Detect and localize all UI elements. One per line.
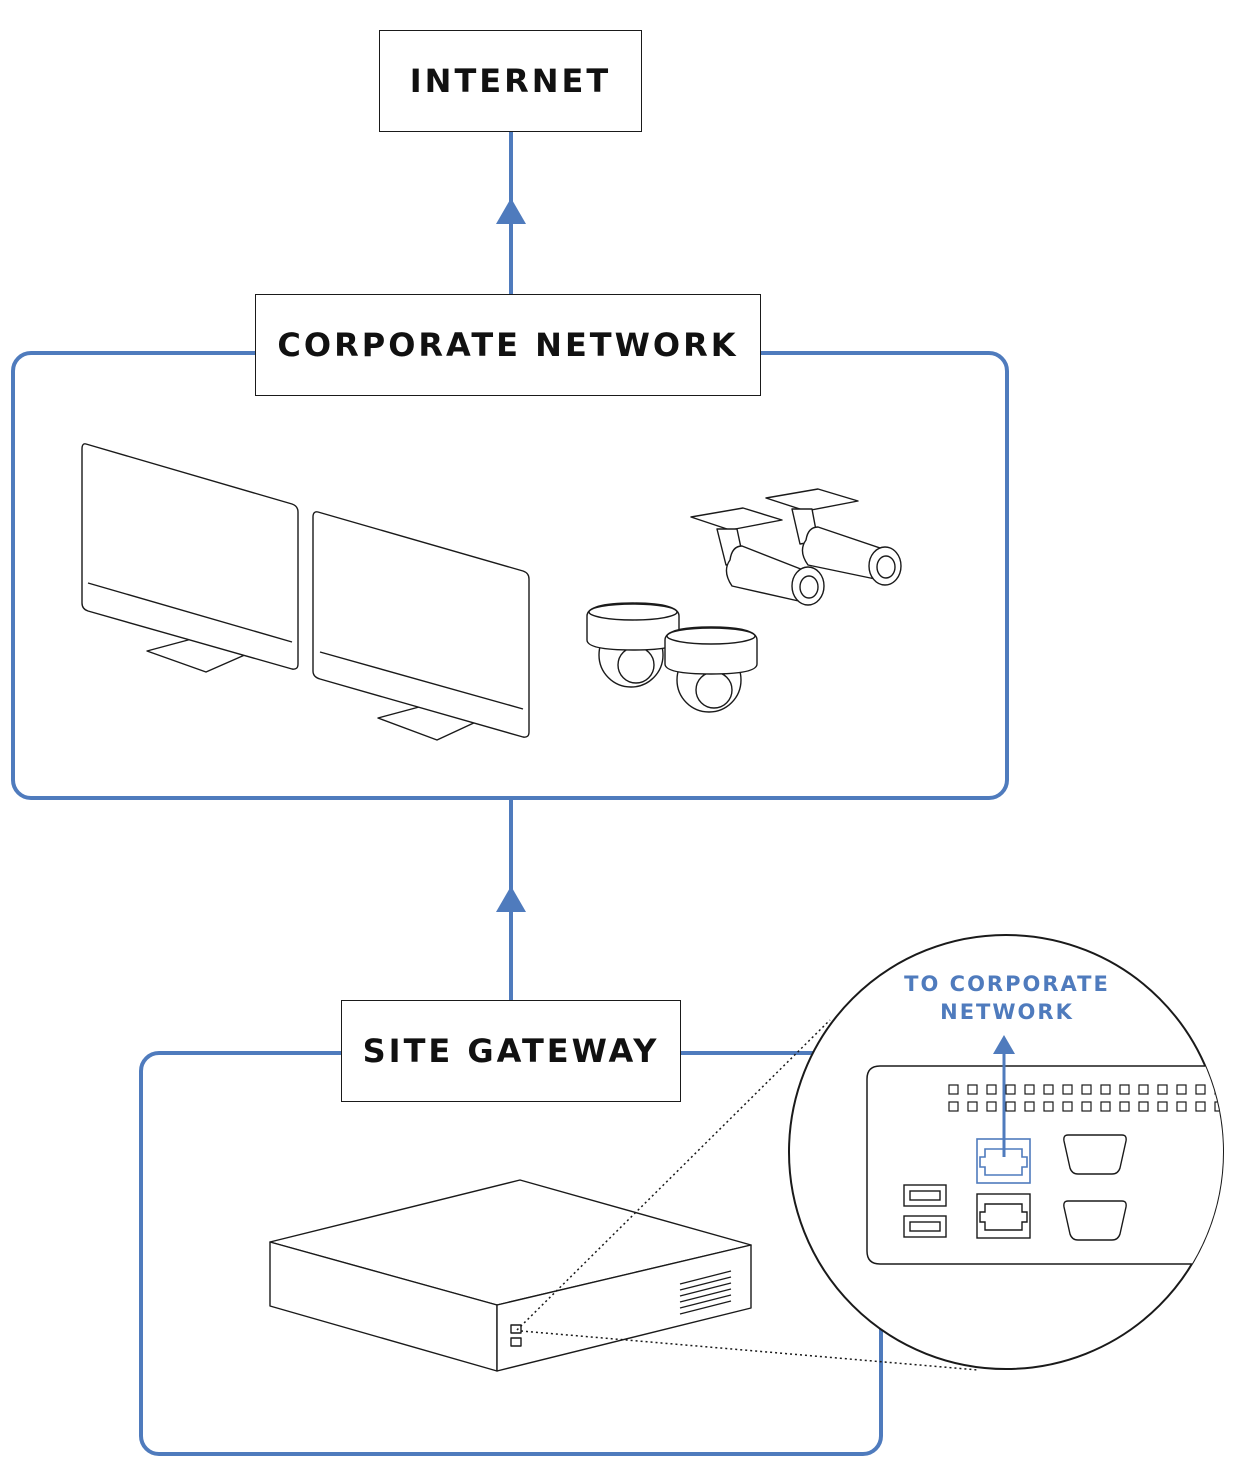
vga-port-icon — [1063, 1200, 1127, 1241]
site-gateway-label: SITE GATEWAY — [362, 1032, 660, 1070]
vga-port-icon — [1063, 1134, 1127, 1175]
usb-port-icon — [903, 1184, 947, 1207]
up-arrow-icon — [993, 1035, 1015, 1054]
dome-camera-icon — [586, 602, 680, 688]
zoom-leader-lines — [516, 1019, 979, 1371]
bullet-camera-icon — [690, 507, 825, 606]
computer-monitor-icon — [81, 443, 299, 673]
computer-monitor-icon — [312, 511, 530, 741]
site-gateway-node: SITE GATEWAY — [341, 1000, 681, 1102]
ethernet-port-icon — [510, 1337, 522, 1347]
up-arrow-icon — [496, 198, 526, 224]
network-appliance-icon — [269, 1179, 752, 1372]
zoom-callout-label: TO CORPORATE NETWORK — [887, 970, 1127, 1026]
zoom-callout — [788, 934, 1224, 1370]
bullet-camera-icon — [765, 488, 902, 586]
internet-node: INTERNET — [379, 30, 642, 132]
zoom-callout-line1: TO CORPORATE — [904, 972, 1110, 996]
usb-port-icon — [903, 1215, 947, 1238]
connector-gateway-corporate — [496, 798, 526, 1000]
indicator-grid — [948, 1084, 1223, 1112]
ethernet-port-icon — [510, 1324, 522, 1334]
corporate-network-label: CORPORATE NETWORK — [277, 326, 739, 364]
up-arrow-icon — [496, 886, 526, 912]
connector-internet-corporate — [496, 132, 526, 295]
rear-panel — [866, 1065, 1223, 1265]
ethernet-port-icon — [976, 1193, 1031, 1239]
dome-camera-icon — [664, 626, 758, 713]
corporate-network-node: CORPORATE NETWORK — [255, 294, 761, 396]
zoom-callout-line2: NETWORK — [940, 1000, 1074, 1024]
internet-label: INTERNET — [409, 62, 612, 100]
